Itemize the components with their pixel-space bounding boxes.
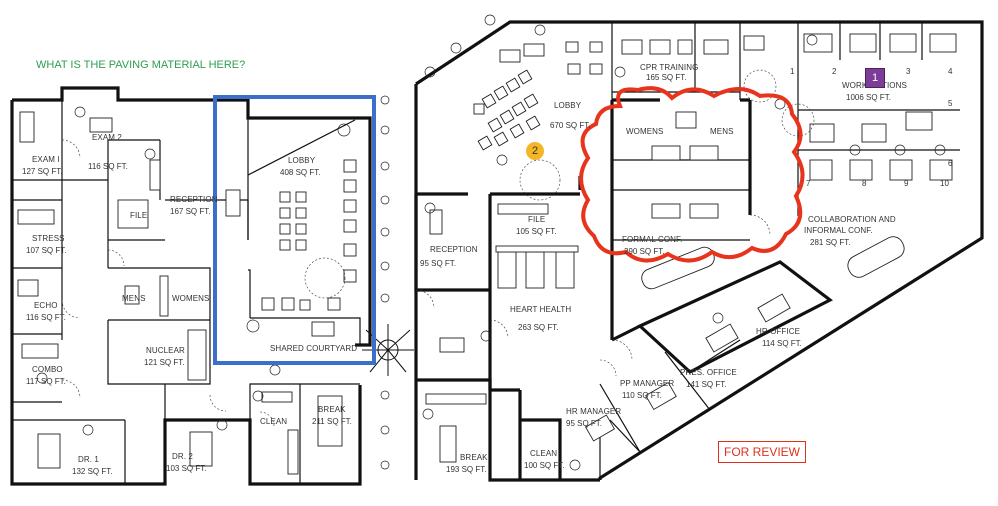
room-workstations-area: 1006 SQ FT. [846, 93, 891, 102]
cubicle-number: 10 [940, 179, 949, 188]
room-formal-conf-area: 290 SQ FT. [624, 247, 664, 256]
cubicle-number: 3 [906, 67, 911, 76]
cubicle-number: 5 [948, 99, 953, 108]
room-hr-manager-name: HR MANAGER [566, 407, 621, 416]
room-file-left-name: FILE [130, 211, 147, 220]
courtyard-highlight-box [213, 95, 376, 365]
cubicle-number: 2 [832, 67, 837, 76]
marker-2[interactable]: 2 [526, 142, 544, 160]
room-break-right-area: 193 SQ FT. [446, 465, 486, 474]
room-clean-right-name: CLEAN [530, 449, 557, 458]
room-echo-area: 116 SQ FT. [26, 313, 66, 322]
cubicle-number: 8 [862, 179, 867, 188]
room-lobby-right-name: LOBBY [554, 101, 582, 110]
room-formal-conf-name: FORMAL CONF. [622, 235, 682, 244]
room-collab-name: COLLABORATION AND [808, 215, 896, 224]
room-reception-right-name: RECEPTION [430, 245, 478, 254]
room-break-left-name: BREAK [318, 405, 346, 414]
room-combo-area: 117 SQ FT. [26, 377, 66, 386]
room-echo-name: ECHO [34, 301, 58, 310]
room-reception-right-area: 95 SQ FT. [420, 259, 456, 268]
cubicle-number: 6 [948, 159, 953, 168]
room-reception-left-name: RECEPTION [170, 195, 218, 204]
room-mens-left-name: MENS [122, 294, 146, 303]
room-dr2-area: 103 SQ FT. [166, 464, 206, 473]
paving-question-note: WHAT IS THE PAVING MATERIAL HERE? [36, 59, 246, 71]
room-lobby-left-area: 408 SQ FT. [280, 168, 320, 177]
room-break-right-name: BREAK [460, 453, 488, 462]
room-dr2-name: DR. 2 [172, 452, 193, 461]
room-hr-office-area: 114 SQ FT. [762, 339, 802, 348]
room-stress-area: 107 SQ FT. [26, 246, 66, 255]
cubicle-numbers: 1 2 3 4 5 6 7 8 9 10 [790, 67, 953, 188]
revision-cloud [579, 86, 805, 263]
room-pp-manager-name: PP MANAGER [620, 379, 674, 388]
room-dr1-area: 132 SQ FT. [72, 467, 112, 476]
room-collab-name2: INFORMAL CONF. [804, 226, 873, 235]
room-combo-name: COMBO [32, 365, 63, 374]
room-heart-health-name: HEART HEALTH [510, 305, 571, 314]
room-clean-right-area: 100 SQ FT. [524, 461, 564, 470]
room-nuclear-name: NUCLEAR [146, 346, 185, 355]
room-pres-office-area: 141 SQ FT. [686, 380, 726, 389]
room-lobby-left-name: LOBBY [288, 156, 316, 165]
room-file-right-area: 105 SQ FT. [516, 227, 556, 236]
room-shared-courtyard-name: SHARED COURTYARD [270, 344, 357, 353]
lobby-seating-right [473, 41, 603, 151]
room-lobby-right-area: 670 SQ FT. [550, 121, 590, 130]
room-heart-health-area: 263 SQ FT. [518, 323, 558, 332]
room-hr-manager-area: 95 SQ FT. [566, 419, 602, 428]
left-building [10, 86, 414, 486]
room-pp-manager-area: 110 SQ FT. [622, 391, 662, 400]
room-exam1-area: 127 SQ FT. [22, 167, 62, 176]
room-stress-name: STRESS [32, 234, 65, 243]
lobby-chairs-left [225, 159, 357, 475]
room-womens-left-name: WOMENS [172, 294, 210, 303]
room-hr-office-name: HR OFFICE [756, 327, 800, 336]
room-dr1-name: DR. 1 [78, 455, 99, 464]
room-exam2-name: EXAM 2 [92, 133, 122, 142]
cubicle-number: 4 [948, 67, 953, 76]
cubicle-number: 7 [806, 179, 811, 188]
room-pres-office-name: PRES. OFFICE [680, 368, 737, 377]
room-exam1-name: EXAM I [32, 155, 60, 164]
room-labels: EXAM I 127 SQ FT. EXAM 2 116 SQ FT. RECE… [22, 63, 907, 476]
room-break-left-area: 211 SQ FT. [312, 417, 352, 426]
room-exam2-area: 116 SQ FT. [88, 162, 128, 171]
room-cpr-training-area: 165 SQ FT. [646, 73, 686, 82]
cubicle-number: 1 [790, 67, 795, 76]
room-reception-left-area: 167 SQ FT. [170, 207, 210, 216]
room-collab-area: 281 SQ FT. [810, 238, 850, 247]
for-review-stamp: FOR REVIEW [718, 441, 807, 463]
room-mens-right-name: MENS [710, 127, 734, 136]
room-womens-right-name: WOMENS [626, 127, 664, 136]
cubicle-number: 9 [904, 179, 909, 188]
room-clean-left-name: CLEAN [260, 417, 287, 426]
room-file-right-name: FILE [528, 215, 545, 224]
marker-1[interactable]: 1 [865, 68, 885, 88]
room-nuclear-area: 121 SQ FT. [144, 358, 184, 367]
workstations-furniture [743, 33, 957, 181]
room-cpr-training-name: CPR TRAINING [640, 63, 698, 72]
